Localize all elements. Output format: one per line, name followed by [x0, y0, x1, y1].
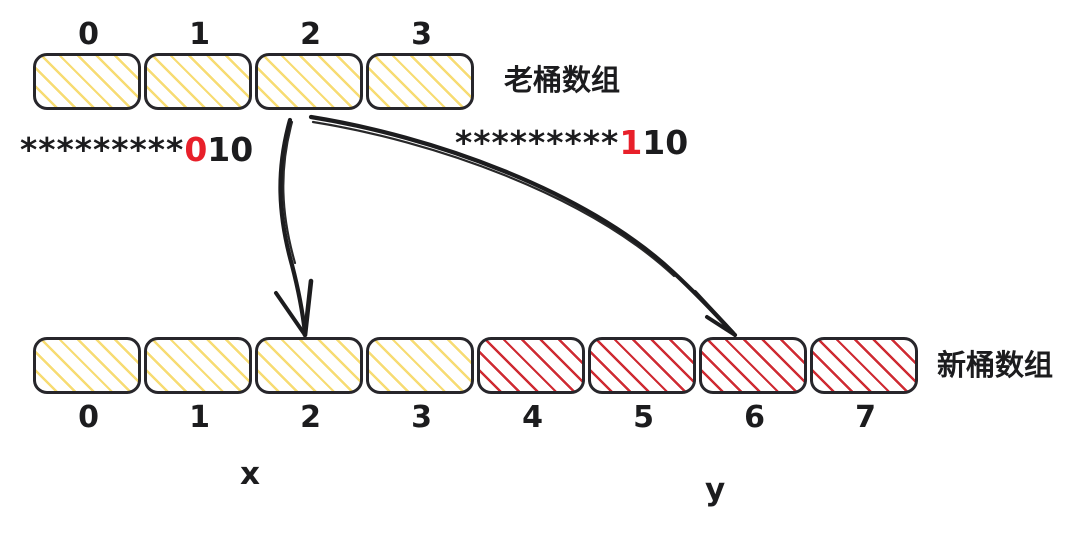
new-bucket-index-5: 5	[633, 400, 654, 435]
old-bucket-cell-0	[33, 53, 141, 110]
old-bucket-index-0: 0	[78, 17, 99, 52]
new-bucket-index-3: 3	[411, 400, 432, 435]
old-array-title: 老桶数组	[504, 63, 621, 97]
new-bucket-index-0: 0	[78, 400, 99, 435]
old-bucket-index-1: 1	[189, 17, 210, 52]
old-bucket-cell-2	[255, 53, 363, 110]
hash-label-high-highlight-bit: 1	[619, 123, 643, 162]
new-bucket-index-2: 2	[300, 400, 321, 435]
new-bucket-index-4: 4	[522, 400, 543, 435]
old-bucket-index-2: 2	[300, 17, 321, 52]
low-list-label: x	[240, 456, 260, 492]
old-bucket-cell-3	[366, 53, 474, 110]
hash-label-high-stars: *********	[455, 123, 620, 162]
hash-label-low-rest-bits: 10	[207, 130, 254, 169]
new-bucket-index-7: 7	[855, 400, 876, 435]
new-bucket-cell-2	[255, 337, 363, 394]
old-bucket-cell-1	[144, 53, 252, 110]
old-bucket-index-3: 3	[411, 17, 432, 52]
high-list-label: y	[705, 472, 726, 508]
new-bucket-cell-6	[699, 337, 807, 394]
hash-label-high-rest-bits: 10	[642, 123, 689, 162]
new-bucket-cell-7	[810, 337, 918, 394]
hash-label-low: *********010	[20, 133, 253, 166]
new-bucket-cell-5	[588, 337, 696, 394]
new-array-title: 新桶数组	[937, 348, 1054, 382]
new-bucket-cell-0	[33, 337, 141, 394]
hash-label-low-highlight-bit: 0	[184, 130, 208, 169]
new-bucket-cell-3	[366, 337, 474, 394]
new-bucket-cell-4	[477, 337, 585, 394]
hash-label-high: *********110	[455, 126, 688, 159]
new-bucket-cell-1	[144, 337, 252, 394]
new-bucket-index-1: 1	[189, 400, 210, 435]
arrow-to-low-bucket	[274, 117, 314, 338]
hash-label-low-stars: *********	[20, 130, 185, 169]
new-bucket-index-6: 6	[744, 400, 765, 435]
